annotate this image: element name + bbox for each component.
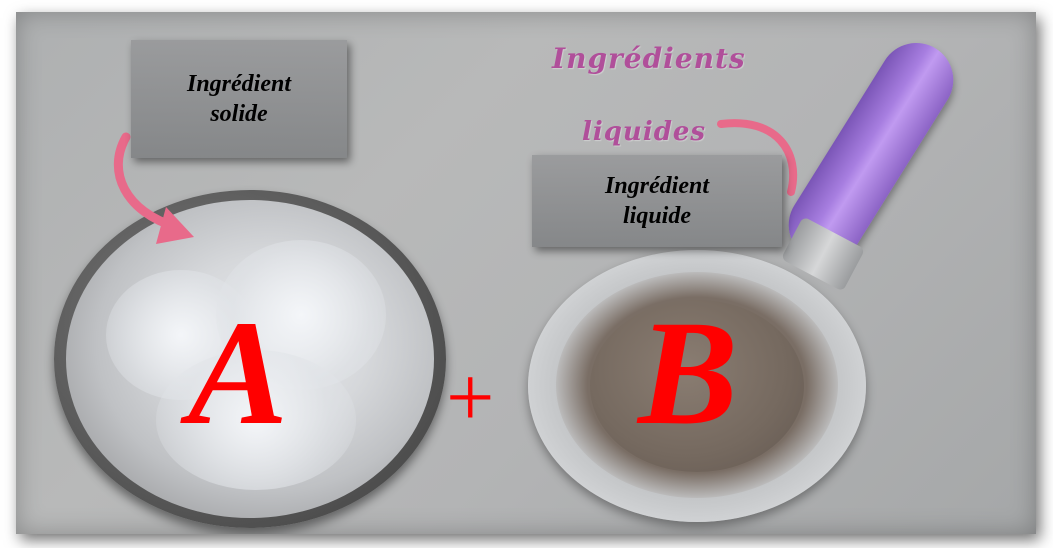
- photo-caption-line1: Ingrédients: [552, 42, 746, 75]
- powder: [66, 200, 434, 518]
- plus-sign: +: [446, 349, 495, 445]
- solid-label-line1: Ingrédient: [186, 71, 291, 97]
- photo-caption-line2: liquides: [582, 117, 707, 147]
- letter-a: A: [188, 290, 289, 456]
- liquid-label-line1: Ingrédient: [604, 173, 709, 199]
- liquid-ingredient-label: Ingrédient liquide: [532, 155, 782, 247]
- letter-b: B: [638, 290, 739, 456]
- liquid-label-line2: liquide: [622, 203, 691, 229]
- solid-label-line2: solide: [210, 101, 268, 127]
- solid-ingredient-label: Ingrédient solide: [131, 40, 347, 158]
- solid-ingredient-bowl: [54, 190, 446, 528]
- ingredients-photo: Ingrédients liquides Ingrédient solide I…: [16, 12, 1036, 534]
- powder-mound: [156, 350, 356, 490]
- liquid: [590, 300, 804, 472]
